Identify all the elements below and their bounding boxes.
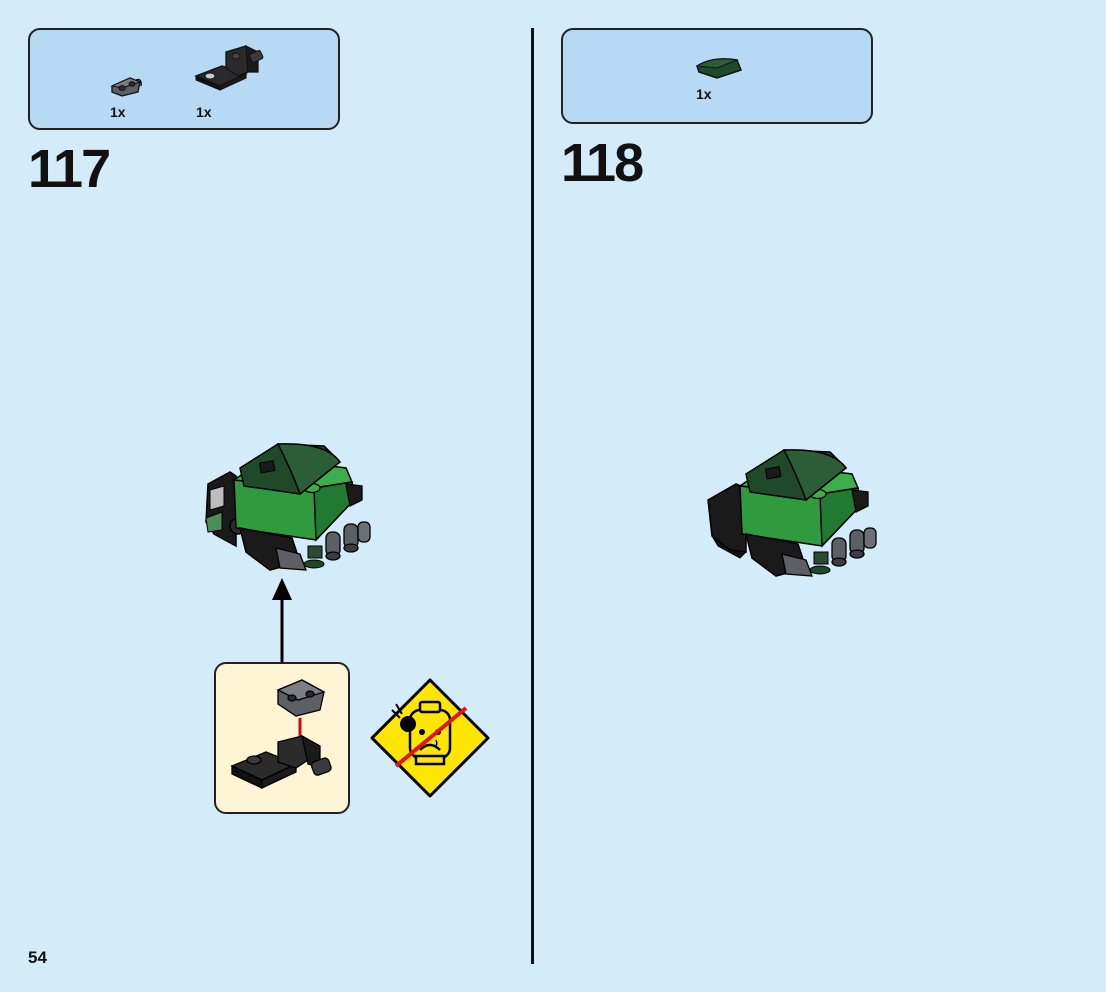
assembly-model-step-117 xyxy=(196,436,376,581)
step-number: 118 xyxy=(561,133,644,193)
part-qty: 1x xyxy=(110,104,126,120)
assembly-model-step-118 xyxy=(700,440,880,585)
step-number: 117 xyxy=(28,139,111,199)
page-divider xyxy=(531,28,534,964)
sub-assembly-diagram xyxy=(230,679,332,790)
part-qty: 1x xyxy=(696,86,712,102)
sub-assembly-callout xyxy=(214,662,350,814)
dark-gray-clip-bracket-icon xyxy=(110,72,144,103)
up-arrow-icon xyxy=(270,576,294,669)
choking-hazard-warning-icon xyxy=(370,678,490,803)
page-number: 54 xyxy=(28,948,47,967)
parts-list-step-117: 1x 1x xyxy=(28,28,340,130)
part-qty: 1x xyxy=(196,104,212,120)
dark-green-curved-slope-icon xyxy=(693,54,745,87)
black-bracket-with-bar-icon xyxy=(192,42,272,97)
parts-list-step-118: 1x xyxy=(561,28,873,124)
